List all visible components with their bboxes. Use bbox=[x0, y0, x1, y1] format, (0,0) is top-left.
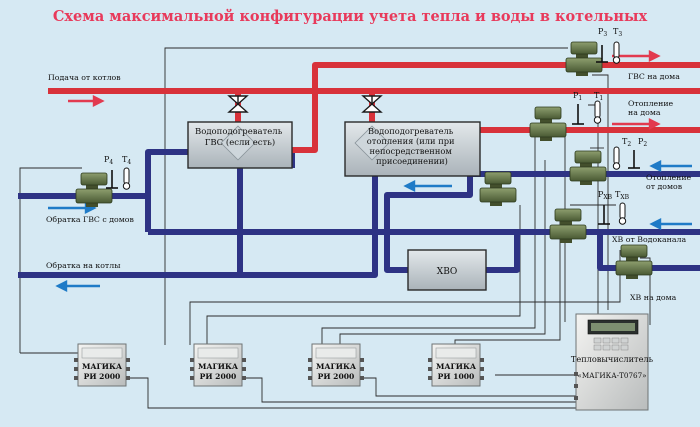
meter-connector bbox=[480, 376, 484, 380]
sensor-p2-label: P2 bbox=[638, 137, 647, 148]
arrow-blue-cold-water bbox=[649, 218, 692, 230]
meter-connector bbox=[360, 376, 364, 380]
meter-label: МАГИКА bbox=[198, 362, 239, 371]
flow-meter-icon bbox=[479, 171, 517, 206]
label-cold-water-from-utility: ХВ от Водоканала bbox=[612, 235, 686, 244]
flow-meter-icon bbox=[529, 106, 567, 141]
pressure-sensor-icon bbox=[572, 104, 584, 125]
meter-plate bbox=[197, 347, 239, 359]
page-title: Схема максимальной конфигурации учета те… bbox=[53, 8, 648, 25]
label-return-to-boilers: Обратка на котлы bbox=[46, 261, 120, 270]
return-pipes bbox=[18, 149, 700, 278]
thermometer-icon bbox=[612, 146, 621, 170]
valve-icon bbox=[227, 95, 249, 113]
heat-calculator: Тепловычислитель «МАГИКА-Т0767» bbox=[571, 313, 654, 411]
arrow-blue-heating-from bbox=[649, 160, 692, 172]
pressure-sensor-icon bbox=[598, 205, 610, 225]
calculator-keypad bbox=[593, 337, 629, 351]
meter-model: РИ 2000 bbox=[84, 372, 121, 381]
meter-plate bbox=[315, 347, 357, 359]
meter-connector bbox=[480, 358, 484, 362]
meter-model: РИ 2000 bbox=[318, 372, 355, 381]
meter-connector bbox=[190, 376, 194, 380]
meter-connector bbox=[428, 367, 432, 371]
water-treatment-box: ХВО bbox=[407, 249, 487, 291]
arrow-red-supply bbox=[68, 95, 105, 107]
label-supply-from-boilers: Подача от котлов bbox=[48, 73, 121, 82]
arrow-blue-return-boilers bbox=[55, 280, 100, 292]
meter-connector bbox=[190, 367, 194, 371]
heater-heating-box: Водоподогреватель отопления (или при неп… bbox=[344, 121, 481, 177]
flow-meter-icon bbox=[75, 172, 113, 207]
thermometer-icon bbox=[612, 41, 621, 64]
meter-connector bbox=[242, 358, 246, 362]
pressure-sensor-icon bbox=[628, 150, 640, 169]
sensor-t2-label: T2 bbox=[622, 137, 631, 148]
meter-connector bbox=[360, 367, 364, 371]
meter-connector bbox=[242, 376, 246, 380]
meter-connector bbox=[308, 367, 312, 371]
meter-connector bbox=[480, 367, 484, 371]
pressure-sensor-icon bbox=[106, 170, 118, 189]
water-treatment-label: ХВО bbox=[437, 267, 457, 277]
heater-hot-water-box: Водоподогреватель ГВС (если есть) bbox=[187, 121, 293, 169]
label-hot-water-return: Обратка ГВС с домов bbox=[46, 215, 134, 224]
heater-hot-water-label: Водоподогреватель ГВС (если есть) bbox=[195, 127, 285, 148]
flow-meter-icon bbox=[565, 41, 603, 76]
meter-connector bbox=[428, 358, 432, 362]
sensor-p3-label: P3 bbox=[598, 27, 607, 38]
meter-connector bbox=[126, 376, 130, 380]
sensor-txb-label: TХВ bbox=[615, 190, 630, 201]
flow-meter-icon bbox=[569, 150, 607, 185]
meter-connector bbox=[74, 358, 78, 362]
sensor-t1-label: T1 bbox=[594, 91, 603, 102]
flow-arrows bbox=[48, 50, 692, 292]
valve-icon bbox=[361, 95, 383, 113]
sensor-p4-label: P4 bbox=[104, 155, 113, 166]
meter-connector bbox=[428, 376, 432, 380]
meter-connector bbox=[308, 376, 312, 380]
sensor-pxb-label: PХВ bbox=[598, 190, 613, 201]
meter-label: МАГИКА bbox=[436, 362, 477, 371]
flow-meter-icon bbox=[615, 244, 653, 279]
calculator-model: «МАГИКА-Т0767» bbox=[577, 371, 646, 380]
arrow-blue-heating-return bbox=[403, 180, 452, 192]
meter-model: РИ 2000 bbox=[200, 372, 237, 381]
meter-connector bbox=[360, 358, 364, 362]
arrow-red-heating bbox=[612, 118, 661, 130]
thermometer-icon bbox=[618, 202, 627, 225]
pressure-sensor-icon bbox=[596, 45, 608, 63]
meter-connector bbox=[74, 367, 78, 371]
meter-model: РИ 1000 bbox=[438, 372, 475, 381]
sensor-t4-label: T4 bbox=[122, 155, 131, 166]
meter-connector bbox=[126, 367, 130, 371]
calculator-label: Тепловычислитель bbox=[571, 354, 654, 364]
meter-connector bbox=[74, 376, 78, 380]
label-hot-water-to-house: ГВС на дома bbox=[628, 72, 680, 81]
meter-connector bbox=[242, 367, 246, 371]
thermometer-icon bbox=[122, 167, 131, 190]
meter-plate bbox=[81, 347, 123, 359]
sensor-p1-label: P1 bbox=[573, 91, 582, 102]
label-cold-water-to-house: ХВ на дома bbox=[630, 293, 677, 302]
meter-connector bbox=[126, 358, 130, 362]
meter-label: МАГИКА bbox=[316, 362, 357, 371]
meter-connector bbox=[190, 358, 194, 362]
meter-label: МАГИКА bbox=[82, 362, 123, 371]
thermometer-icon bbox=[593, 100, 602, 124]
sensor-t3-label: T3 bbox=[613, 27, 622, 38]
meter-plate bbox=[435, 347, 477, 359]
flow-meter-icon bbox=[549, 208, 587, 243]
heater-heating-label: Водоподогреватель отопления (или при неп… bbox=[367, 126, 457, 166]
meter-connector bbox=[308, 358, 312, 362]
